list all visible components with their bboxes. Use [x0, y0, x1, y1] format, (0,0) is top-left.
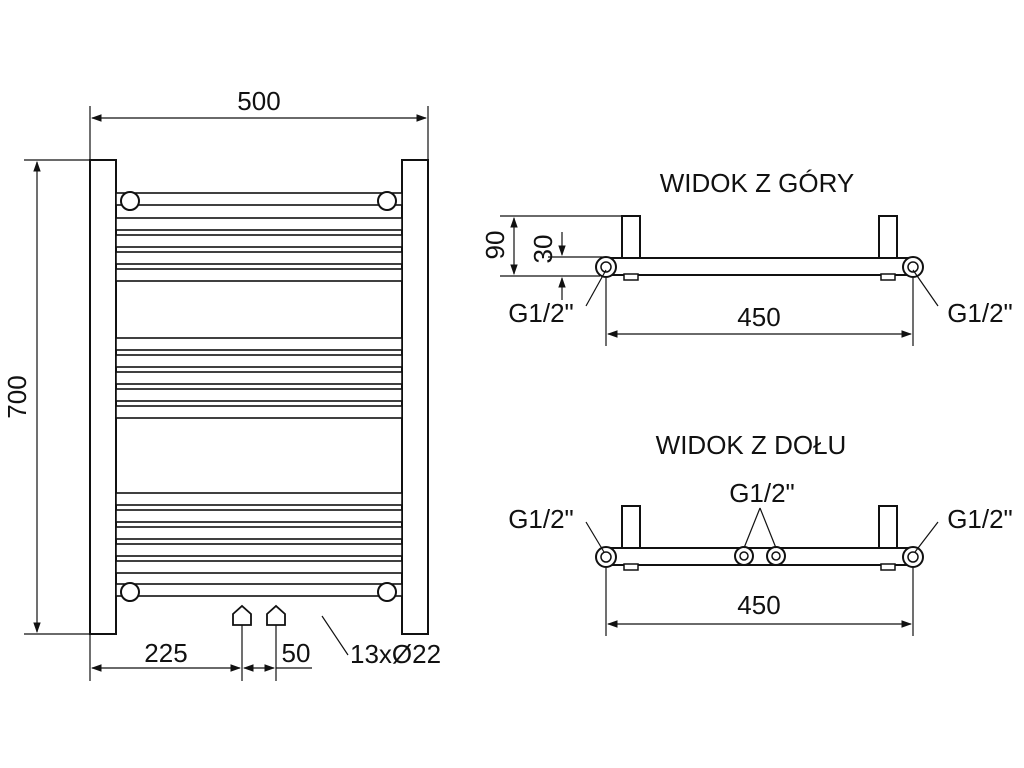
top-nub-right: [880, 273, 896, 281]
bottom-nub-left: [623, 563, 639, 571]
valve-left: [232, 604, 252, 626]
tube: [115, 526, 403, 540]
bottom-connection-b-inner: [771, 551, 781, 561]
tube: [115, 217, 403, 231]
valve-right: [266, 604, 286, 626]
tube: [115, 509, 403, 523]
bottom-connection-left: G1/2": [508, 504, 574, 534]
left-rail: [89, 159, 117, 635]
tube: [115, 251, 403, 265]
spacing-label: 50: [282, 638, 311, 668]
offset-dimensions: 225 50: [89, 625, 312, 681]
top-endcap-left-inner: [600, 261, 612, 273]
bracket-bottom-left: [120, 582, 140, 602]
bottom-span-label: 450: [737, 590, 780, 620]
depth-label: 90: [480, 231, 510, 260]
tube: [115, 543, 403, 557]
top-connection-right: G1/2": [947, 298, 1013, 328]
width-label: 500: [237, 86, 280, 116]
bottom-view: WIDOK Z DOŁU G1/2" G1/2" G1/2" 450: [508, 430, 1013, 636]
tube: [115, 492, 403, 506]
tubes: [115, 192, 403, 597]
top-endcap-right-inner: [907, 261, 919, 273]
tube: [115, 371, 403, 385]
tube: [115, 388, 403, 402]
bottom-nub-right: [880, 563, 896, 571]
height-dimension: 700: [2, 159, 90, 635]
bottom-view-title: WIDOK Z DOŁU: [656, 430, 847, 460]
tube: [115, 337, 403, 351]
bracket-bottom-right: [377, 582, 397, 602]
bottom-main-bar: [606, 547, 913, 566]
offset-label: 225: [144, 638, 187, 668]
bottom-endcap-right-inner: [907, 551, 919, 563]
tube: [115, 268, 403, 282]
height-label: 700: [2, 375, 32, 418]
bracket-top-left: [120, 191, 140, 211]
tube: [115, 583, 403, 597]
bottom-bracket-right: [878, 505, 898, 551]
tubes-label: 13xØ22: [350, 639, 441, 669]
tube: [115, 192, 403, 206]
tube-count-callout: 13xØ22: [321, 615, 441, 669]
bottom-valves: [232, 604, 286, 626]
top-nub-left: [623, 273, 639, 281]
top-span-label: 450: [737, 302, 780, 332]
right-rail: [401, 159, 429, 635]
mounting-brackets: [120, 191, 397, 602]
front-view: 500 700 225 50 13xØ22: [2, 86, 441, 681]
bottom-connection-a-inner: [739, 551, 749, 561]
bracket-top-right: [377, 191, 397, 211]
bottom-connection-center: G1/2": [729, 478, 795, 508]
tube: [115, 234, 403, 248]
top-connection-left: G1/2": [508, 298, 574, 328]
tube: [115, 405, 403, 419]
top-offset-label: 30: [528, 235, 558, 264]
top-view: WIDOK Z GÓRY 90 30 G1/2" G1/2" 450: [480, 168, 1013, 346]
top-bracket-right: [878, 215, 898, 261]
tube: [115, 354, 403, 368]
top-main-bar: [606, 257, 913, 276]
tube: [115, 560, 403, 574]
top-view-title: WIDOK Z GÓRY: [660, 168, 855, 198]
bottom-endcap-left-inner: [600, 551, 612, 563]
bottom-bracket-left: [621, 505, 641, 551]
bottom-connection-right: G1/2": [947, 504, 1013, 534]
width-dimension: 500: [89, 86, 429, 160]
top-bracket-left: [621, 215, 641, 261]
